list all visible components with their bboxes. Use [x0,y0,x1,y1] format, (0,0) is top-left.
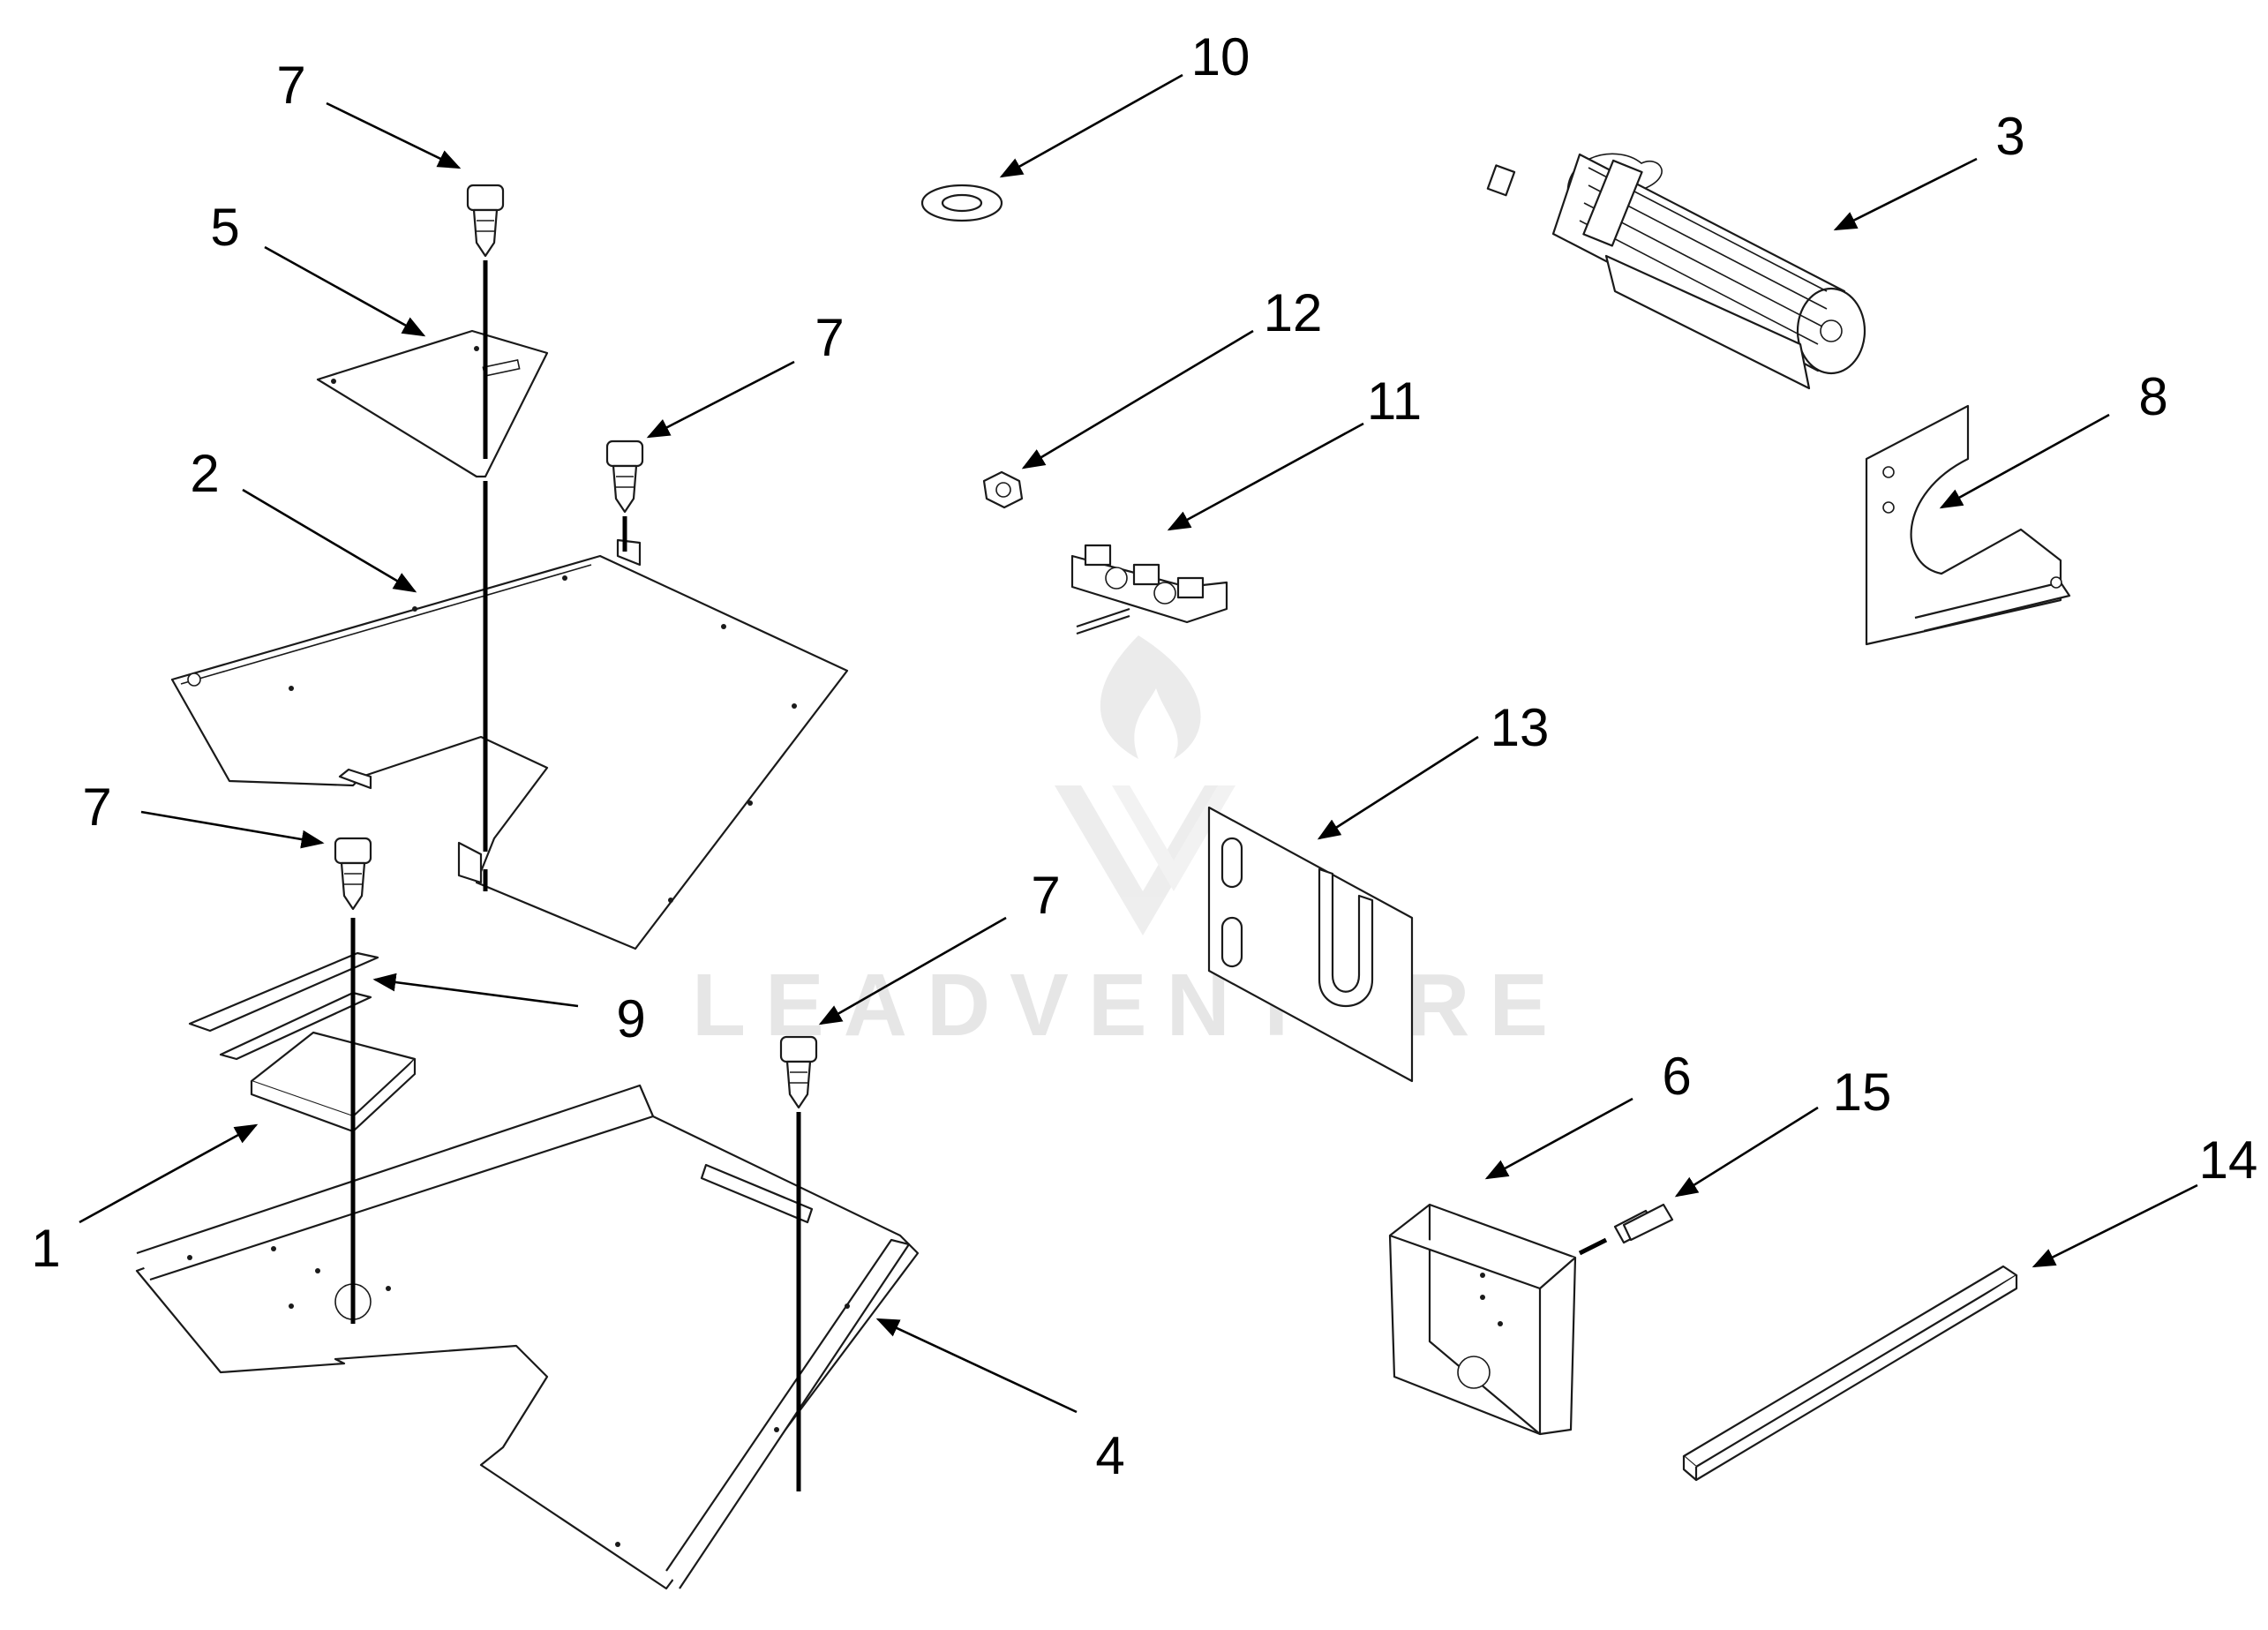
screw-7b [605,439,644,514]
part-8-bracket [1865,404,2071,646]
callout-5: 5 [210,198,239,257]
part-11-terminal-block [1070,544,1228,635]
callout-8: 8 [2138,367,2167,426]
callout-7a: 7 [276,56,305,115]
callout-7d: 7 [1031,866,1060,925]
part-6-cover [1388,1203,1577,1436]
part-2-panel [170,538,849,950]
part-4-base-pan [135,1084,920,1590]
callout-labels: 1 2 3 4 5 6 7 7 7 7 8 9 10 11 12 13 14 1… [31,27,2257,1485]
part-12-nut [982,470,1024,509]
leader-arrows [79,73,2198,1414]
screw-7d [779,1035,818,1109]
callout-15: 15 [1833,1063,1892,1122]
watermark-logo [1055,635,1235,935]
callout-7b: 7 [815,308,844,367]
part-13-plate [1207,806,1414,1083]
callout-1: 1 [31,1219,60,1278]
part-14-strip [1682,1265,2018,1482]
callout-6: 6 [1662,1047,1691,1106]
callout-9: 9 [616,989,645,1048]
screw-7c [334,837,372,911]
callout-12: 12 [1264,283,1323,342]
part-9-gasket [188,951,379,1061]
part-10-washer [920,184,1003,222]
callout-4: 4 [1095,1426,1124,1485]
callout-14: 14 [2199,1130,2258,1190]
callout-13: 13 [1491,698,1550,757]
callout-7c: 7 [82,777,111,837]
part-1-bracket [250,1031,417,1133]
screw-7a [466,184,505,258]
callout-3: 3 [1995,107,2024,166]
part-15-screw [1613,1203,1674,1244]
callout-11: 11 [1367,372,1422,431]
part-5-plate [316,329,549,478]
assembly-guide-lines [350,260,1608,1491]
part-3-blower [1486,153,1866,390]
callout-2: 2 [190,444,219,503]
watermark-text: LEADVENTURE [692,956,1567,1055]
callout-10: 10 [1191,27,1250,86]
